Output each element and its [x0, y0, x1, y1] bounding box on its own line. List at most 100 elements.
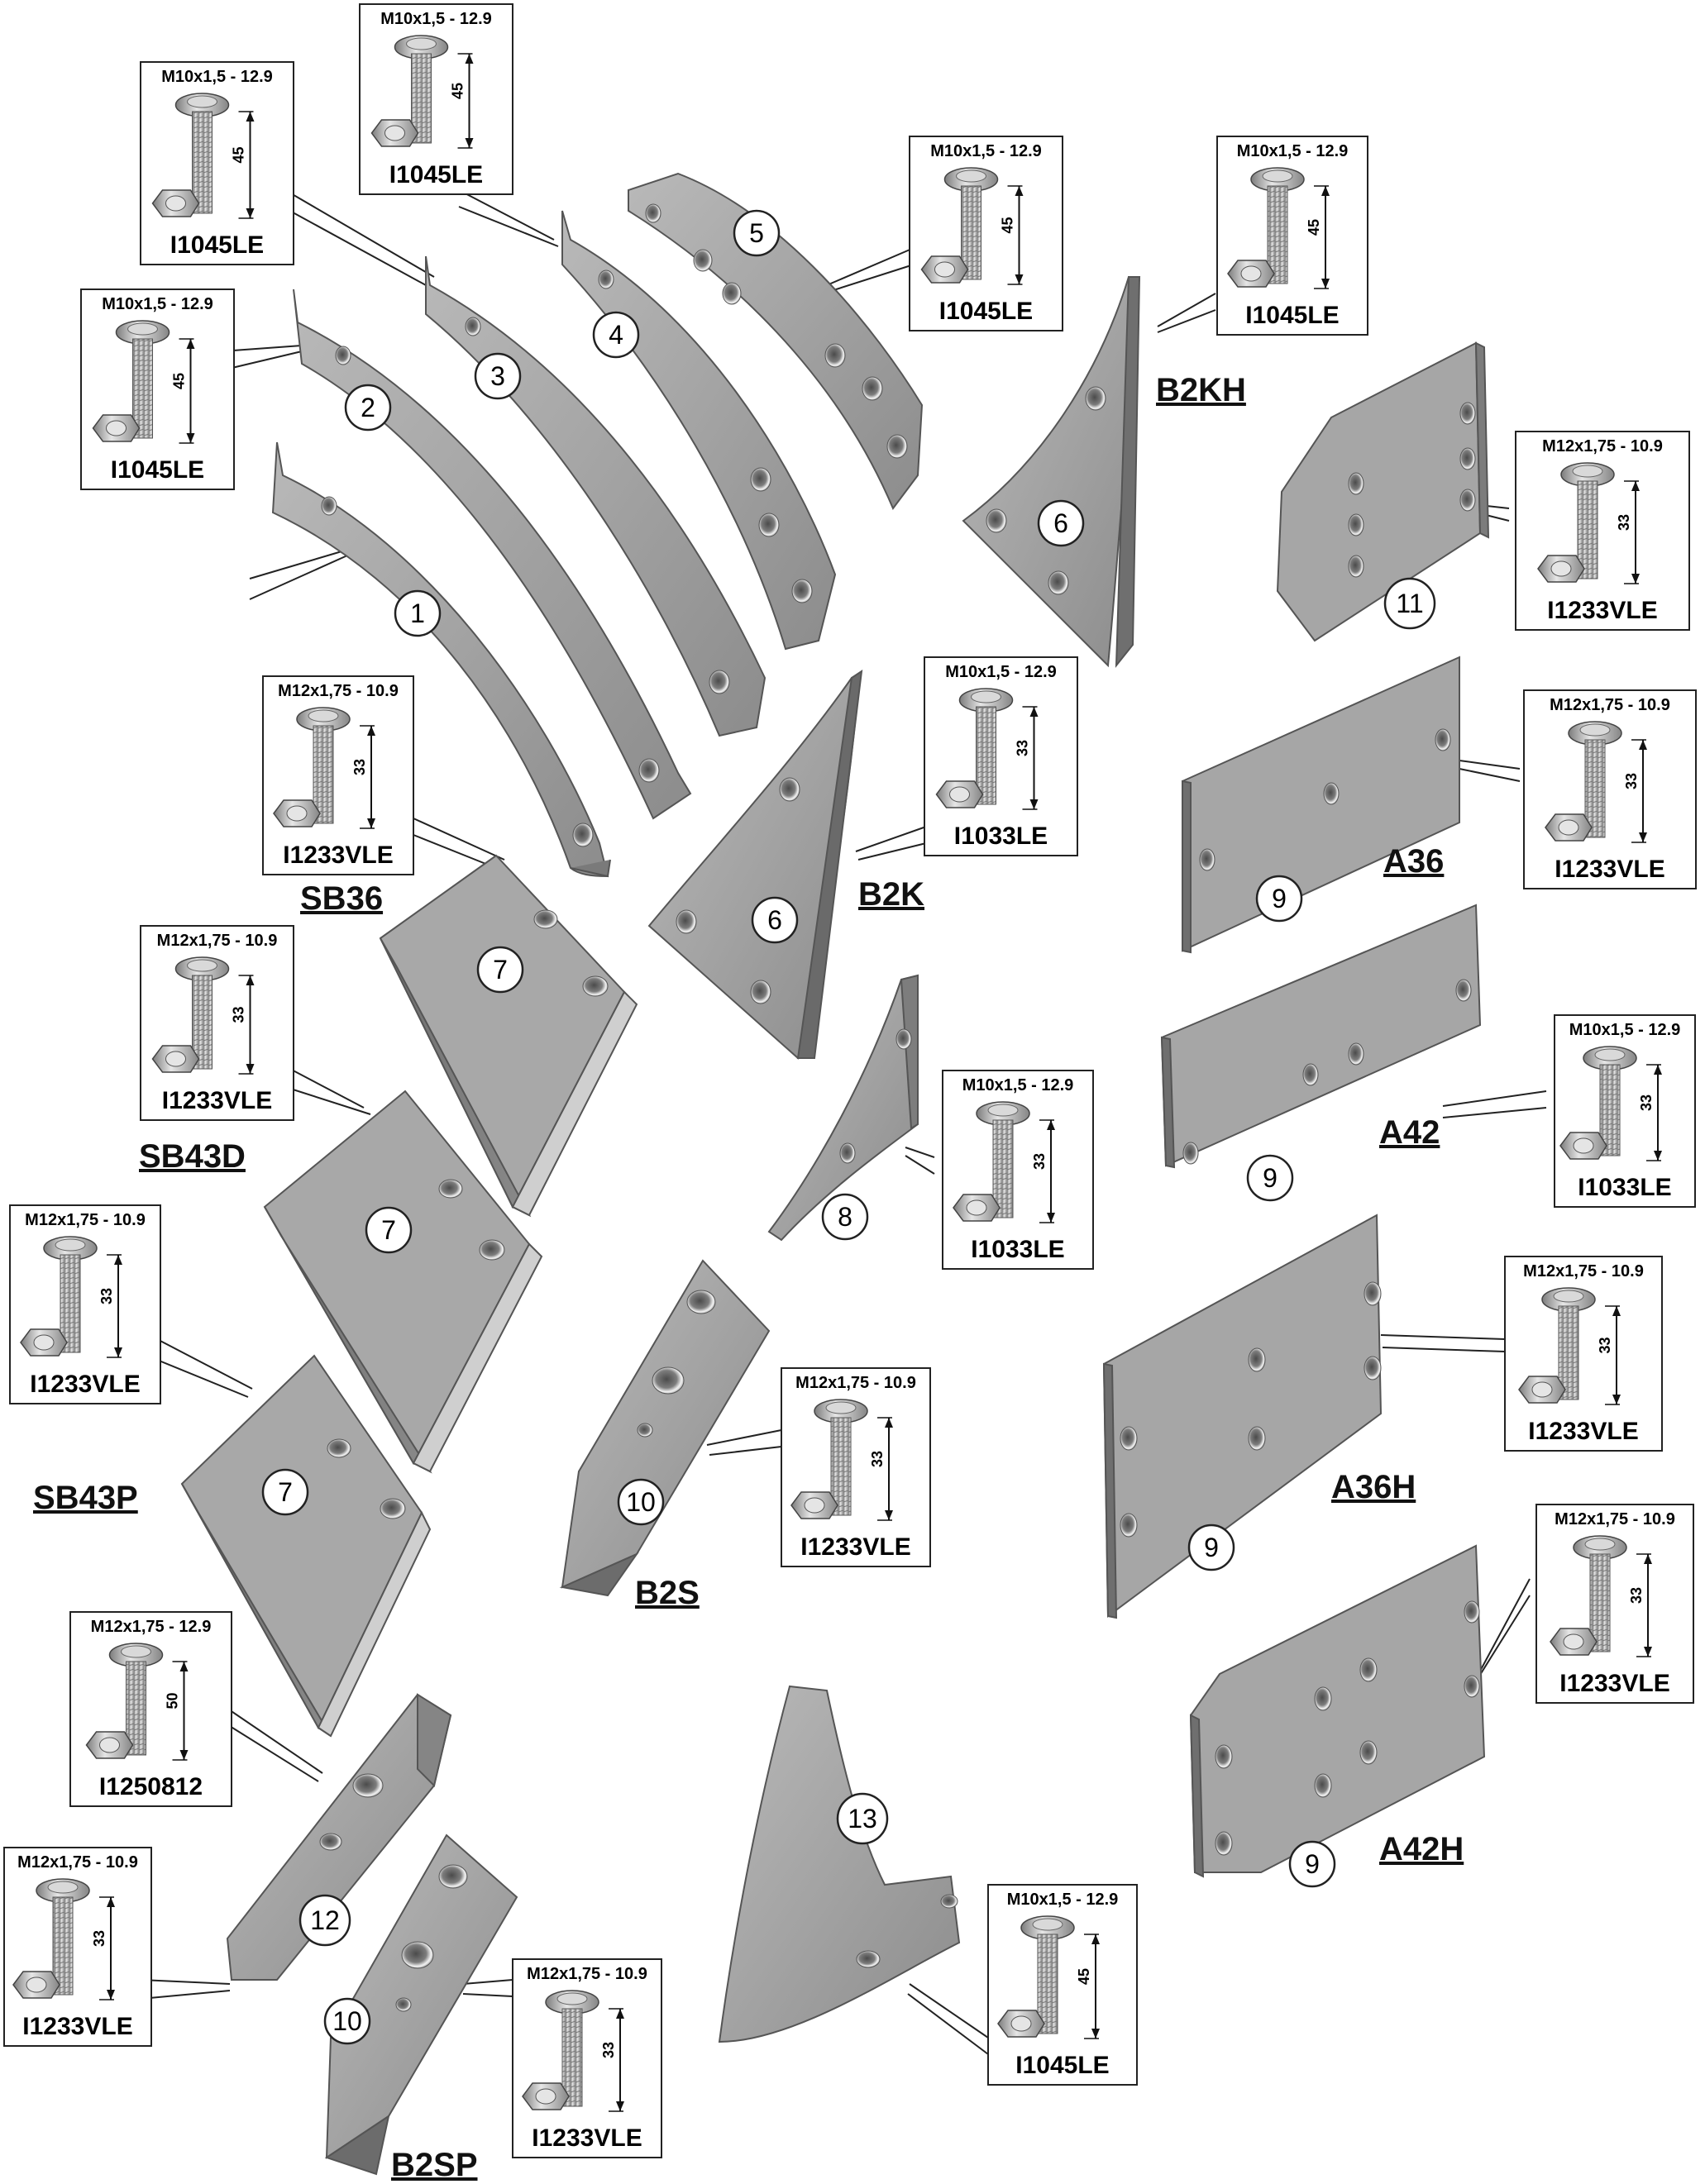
bolt-icon — [935, 688, 1014, 808]
part-number-7c-label: 7 — [278, 1477, 293, 1507]
bolt-spec: M10x1,5 - 12.9 — [380, 10, 492, 28]
bolt-spec: M12x1,75 - 10.9 — [278, 682, 399, 700]
bolt-icon — [1518, 1287, 1596, 1404]
bolt-length: 50 — [165, 1692, 181, 1709]
bolt-code: I1233VLE — [283, 842, 393, 869]
bolt-icon — [151, 956, 230, 1073]
bolt-icon — [273, 707, 351, 827]
part-number-9b: 9 — [1246, 1154, 1294, 1202]
part-number-7b-label: 7 — [381, 1215, 396, 1245]
bolt-spec: M10x1,5 - 12.9 — [161, 68, 273, 86]
leader-lines — [140, 189, 1547, 2055]
bolt-length: 45 — [231, 146, 247, 163]
bolt-icon — [790, 1399, 868, 1519]
bolt-icon — [1537, 462, 1615, 583]
bolt-spec: M12x1,75 - 10.9 — [1542, 437, 1663, 455]
part-number-6b-label: 6 — [767, 905, 782, 935]
bolt-spec: M10x1,5 - 12.9 — [930, 142, 1042, 160]
model-label-b2k: B2K — [858, 876, 924, 913]
part-number-2-label: 2 — [361, 393, 375, 422]
bolt-box-frame — [140, 925, 294, 1121]
bolt-length: 33 — [1628, 1587, 1645, 1604]
part-number-5: 5 — [733, 209, 781, 257]
bolt-length: 33 — [231, 1006, 247, 1023]
model-label-a42: A42 — [1379, 1114, 1440, 1151]
part-number-9a-label: 9 — [1272, 884, 1287, 913]
part-number-13: 13 — [836, 1792, 889, 1845]
bolt-length: 45 — [450, 83, 466, 99]
bolt-length: 33 — [1031, 1153, 1048, 1170]
bolt-spec: M12x1,75 - 10.9 — [17, 1853, 138, 1872]
bolt-length: 33 — [1597, 1337, 1613, 1353]
part-number-9a: 9 — [1255, 875, 1303, 923]
part-13-shape — [718, 1685, 961, 2043]
part-2-shape — [293, 288, 692, 820]
part-9d-shape — [1189, 1544, 1486, 1873]
bolt-code: I1045LE — [111, 456, 204, 484]
bolt-code: I1045LE — [1245, 302, 1339, 329]
part-number-5-label: 5 — [749, 218, 764, 248]
bolt-code: I1033LE — [971, 1236, 1064, 1263]
part-number-4-label: 4 — [609, 320, 623, 350]
bolt-code: I1233VLE — [1555, 856, 1664, 883]
part-number-9d: 9 — [1288, 1840, 1336, 1888]
bolt-spec: M12x1,75 - 10.9 — [795, 1374, 916, 1392]
length-dimension: 33 — [1597, 1305, 1621, 1405]
bolt-box-frame — [1504, 1256, 1663, 1452]
part-10a-shape — [561, 1259, 771, 1589]
part-number-7b: 7 — [365, 1206, 413, 1254]
part-8-shape — [767, 974, 919, 1242]
bolt-length: 33 — [98, 1288, 115, 1304]
part-11-shape — [1276, 341, 1482, 642]
part-number-3: 3 — [474, 352, 522, 400]
bolt-code: I1233VLE — [800, 1533, 910, 1561]
part-9c-shape — [1102, 1214, 1383, 1618]
part-number-12: 12 — [298, 1894, 351, 1947]
bolt-code: I1033LE — [954, 823, 1048, 850]
length-dimension: 33 — [869, 1417, 893, 1521]
bolt-code: I1233VLE — [1559, 1670, 1669, 1697]
length-dimension: 33 — [1031, 1119, 1055, 1223]
length-dimension: 33 — [1628, 1553, 1652, 1657]
model-label-b2sp: B2SP — [391, 2147, 478, 2183]
model-label-b2s: B2S — [635, 1575, 700, 1611]
bolt-box-frame — [359, 3, 513, 195]
bolt-icon — [20, 1236, 98, 1357]
part-number-10b-label: 10 — [332, 2006, 362, 2036]
length-dimension: 33 — [1616, 480, 1640, 584]
bolt-spec: M12x1,75 - 10.9 — [25, 1211, 146, 1229]
bolt-length: 33 — [91, 1930, 107, 1947]
bolt-icon — [1545, 721, 1622, 842]
length-dimension: 45 — [231, 111, 255, 219]
bolt-length: 45 — [1000, 217, 1016, 233]
bolt-icon — [1559, 1046, 1637, 1160]
length-dimension: 45 — [1306, 185, 1330, 289]
part-number-9d-label: 9 — [1305, 1849, 1320, 1879]
bolt-spec: M12x1,75 - 12.9 — [91, 1618, 212, 1636]
bolt-icon — [370, 35, 449, 147]
length-dimension: 33 — [1623, 739, 1647, 843]
bolt-code: I1233VLE — [162, 1087, 272, 1114]
bolt-code: I1033LE — [1578, 1174, 1671, 1201]
part-numbers: 1 2 3 4 5 6 6 7 7 7 8 9 9 9 9 10 10 11 1… — [261, 209, 1436, 2045]
bolt-holes — [319, 203, 1480, 2012]
part-number-10b: 10 — [323, 1997, 371, 2045]
part-number-9b-label: 9 — [1263, 1163, 1278, 1193]
length-dimension: 33 — [91, 1896, 115, 2000]
length-dimension: 45 — [450, 53, 474, 149]
